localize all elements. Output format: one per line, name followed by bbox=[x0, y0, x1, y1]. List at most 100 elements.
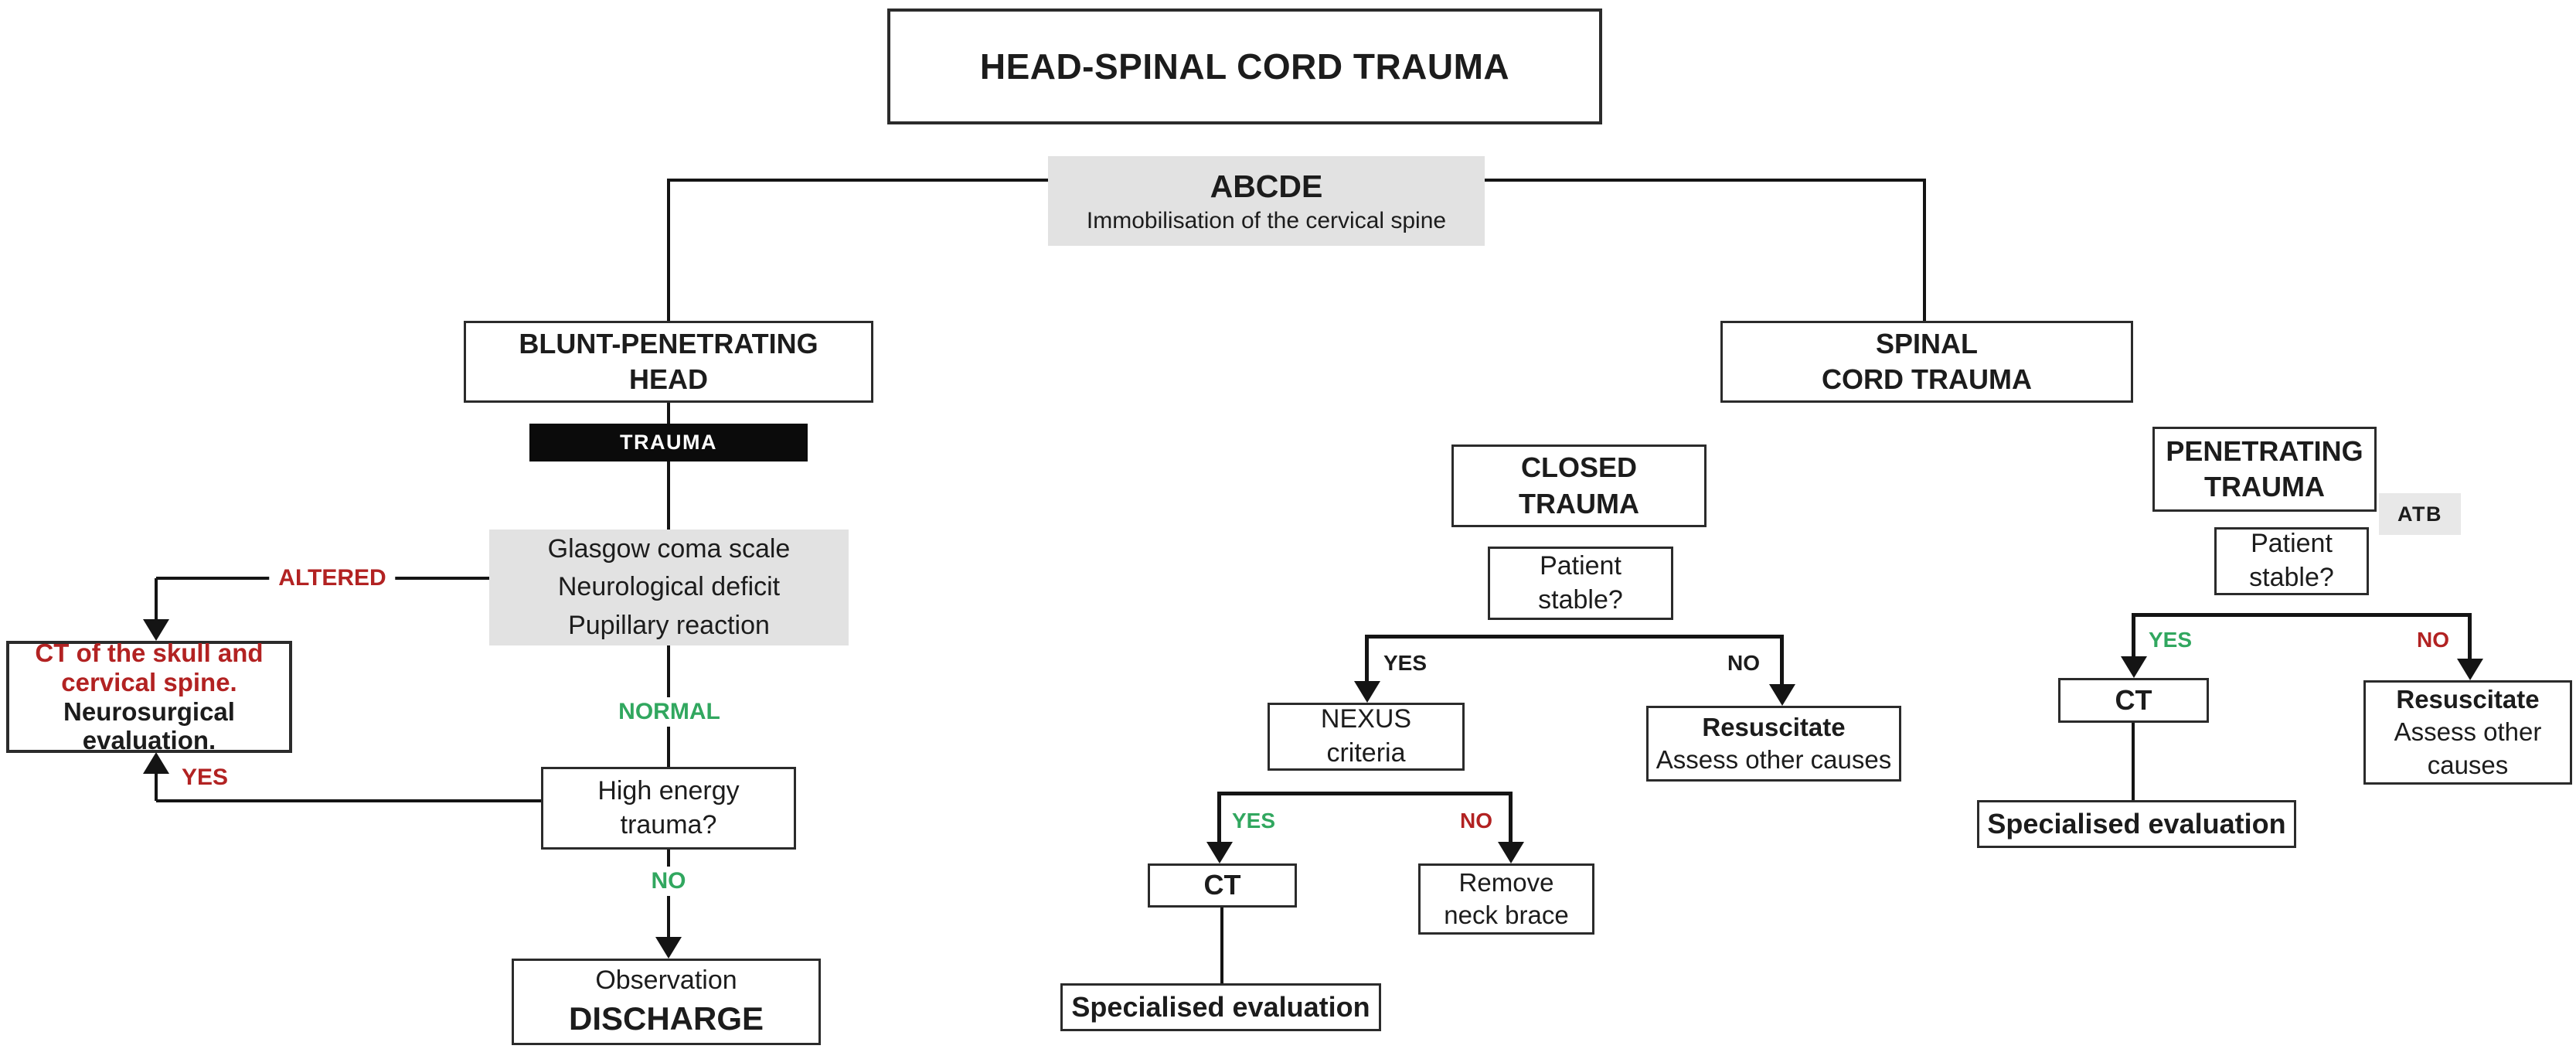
closed-stable-no-drop bbox=[1780, 635, 1784, 686]
closed-line2: TRAUMA bbox=[1519, 487, 1639, 519]
nexus-yes-label: YES bbox=[1222, 807, 1285, 835]
abcde-subheading: Immobilisation of the cervical spine bbox=[1086, 208, 1447, 234]
remove-brace-line1: Remove bbox=[1458, 867, 1554, 897]
ct-skull-black-line2: evaluation. bbox=[82, 726, 216, 755]
pen-stable-yes-label: YES bbox=[2139, 626, 2202, 654]
right-branch-drop-line bbox=[1923, 180, 1926, 321]
patient-stable-closed-box: Patient stable? bbox=[1488, 547, 1673, 620]
observation-label: Observation bbox=[595, 966, 737, 996]
arrow-into-resuscitate-pen bbox=[2457, 659, 2483, 680]
ct-pen-box: CT bbox=[2058, 678, 2209, 723]
pen-stable-branch-line bbox=[2132, 613, 2472, 617]
arrow-up-into-ct-skull bbox=[143, 752, 169, 774]
spinal-cord-trauma-box: SPINAL CORD TRAUMA bbox=[1720, 321, 2133, 403]
nexus-no-label: NO bbox=[1451, 807, 1502, 835]
ct-skull-red-line2: cervical spine. bbox=[61, 667, 237, 696]
nexus-line2: criteria bbox=[1326, 738, 1406, 768]
resuscitate-pen-line1: Resuscitate bbox=[2396, 685, 2540, 714]
high-energy-box: High energy trauma? bbox=[541, 767, 796, 850]
arrow-into-resuscitate-closed bbox=[1769, 684, 1795, 706]
nexus-no-drop bbox=[1509, 792, 1513, 844]
closed-stable-yes-drop bbox=[1365, 635, 1369, 684]
discharge-label: DISCHARGE bbox=[568, 1000, 764, 1037]
nexus-yes-drop bbox=[1217, 792, 1221, 844]
abcde-box: ABCDE Immobilisation of the cervical spi… bbox=[1048, 156, 1485, 246]
page-title: HEAD-SPINAL CORD TRAUMA bbox=[979, 46, 1510, 87]
title-box: HEAD-SPINAL CORD TRAUMA bbox=[887, 9, 1602, 124]
specialised-evaluation-pen-box: Specialised evaluation bbox=[1977, 800, 2296, 848]
altered-label: ALTERED bbox=[269, 564, 396, 593]
atb-tag: ATB bbox=[2379, 493, 2461, 535]
trauma-banner-label: TRAUMA bbox=[620, 431, 717, 455]
nexus-criteria-box: NEXUS criteria bbox=[1268, 703, 1465, 771]
penetrating-line1: PENETRATING bbox=[2166, 434, 2363, 467]
penetrating-line2: TRAUMA bbox=[2204, 471, 2325, 502]
pen-stable-no-drop bbox=[2468, 613, 2472, 660]
arrow-into-ct-closed bbox=[1206, 842, 1233, 863]
neuro-assessment-box: Glasgow coma scale Neurological deficit … bbox=[489, 530, 849, 645]
left-branch-drop-line bbox=[667, 180, 670, 321]
ct-skull-box: CT of the skull and cervical spine. Neur… bbox=[6, 638, 292, 755]
spinal-line1: SPINAL bbox=[1875, 327, 1978, 359]
nexus-line1: NEXUS bbox=[1320, 704, 1412, 734]
ct-closed-box: CT bbox=[1148, 863, 1297, 908]
ct-skull-red-line1: CT of the skull and bbox=[35, 638, 264, 667]
blunt-line1: BLUNT-PENETRATING bbox=[519, 327, 818, 359]
ct-pen-to-specialised-line bbox=[2132, 723, 2135, 800]
high-energy-yes-label: YES bbox=[172, 763, 238, 792]
nexus-branch-line bbox=[1217, 792, 1513, 795]
blunt-line2: HEAD bbox=[628, 363, 708, 395]
ct-pen-label: CT bbox=[2115, 683, 2152, 716]
closed-stable-no-label: NO bbox=[1718, 649, 1769, 677]
blunt-to-banner-line bbox=[667, 403, 670, 424]
ct-closed-to-specialised-line bbox=[1220, 908, 1223, 983]
arrow-into-outcome bbox=[655, 937, 682, 959]
resuscitate-closed-line2: Assess other causes bbox=[1656, 745, 1892, 774]
stable-pen-line1: Patient bbox=[2251, 529, 2333, 559]
closed-line1: CLOSED bbox=[1520, 451, 1637, 484]
highenergy-yes-line bbox=[156, 799, 543, 802]
ct-skull-black-line1: Neurosurgical bbox=[63, 696, 235, 726]
stable-closed-line2: stable? bbox=[1538, 584, 1623, 615]
observation-discharge-box: Observation DISCHARGE bbox=[512, 959, 821, 1045]
assessment-line-3: Pupillary reaction bbox=[568, 610, 770, 640]
high-energy-no-label: NO bbox=[641, 867, 696, 896]
penetrating-trauma-box: PENETRATING TRAUMA bbox=[2152, 427, 2377, 512]
altered-drop-line bbox=[155, 578, 158, 622]
resuscitate-closed-box: Resuscitate Assess other causes bbox=[1646, 706, 1901, 782]
closed-stable-yes-label: YES bbox=[1373, 649, 1437, 677]
assessment-line-2: Neurological deficit bbox=[557, 572, 781, 602]
blunt-penetrating-head-box: BLUNT-PENETRATING HEAD bbox=[464, 321, 873, 403]
arrow-into-ct-skull bbox=[143, 619, 169, 641]
trauma-banner: TRAUMA bbox=[529, 424, 808, 461]
stable-closed-line1: Patient bbox=[1540, 550, 1621, 581]
high-energy-line2: trauma? bbox=[620, 809, 717, 840]
closed-trauma-box: CLOSED TRAUMA bbox=[1451, 444, 1707, 527]
assessment-line-1: Glasgow coma scale bbox=[547, 534, 791, 564]
stable-pen-line2: stable? bbox=[2249, 563, 2334, 592]
banner-to-assessment-line bbox=[667, 461, 670, 530]
pen-stable-no-label: NO bbox=[2408, 626, 2459, 654]
resuscitate-pen-line2: Assess other bbox=[2394, 717, 2542, 747]
arrow-into-ct-pen bbox=[2121, 656, 2147, 678]
resuscitate-pen-box: Resuscitate Assess other causes bbox=[2363, 680, 2572, 785]
specialised-closed-label: Specialised evaluation bbox=[1071, 990, 1370, 1023]
ct-closed-label: CT bbox=[1203, 869, 1241, 901]
normal-label: NORMAL bbox=[609, 697, 730, 727]
specialised-evaluation-closed-box: Specialised evaluation bbox=[1060, 983, 1381, 1031]
high-energy-line1: High energy bbox=[597, 775, 740, 805]
resuscitate-pen-line3: causes bbox=[2427, 750, 2509, 779]
highenergy-yes-rise-line bbox=[155, 773, 158, 801]
remove-neck-brace-box: Remove neck brace bbox=[1418, 863, 1594, 935]
patient-stable-pen-box: Patient stable? bbox=[2214, 527, 2369, 595]
arrow-into-remove-brace bbox=[1498, 842, 1524, 863]
spinal-line2: CORD TRAUMA bbox=[1822, 363, 2032, 395]
abcde-heading: ABCDE bbox=[1210, 168, 1323, 204]
atb-label: ATB bbox=[2397, 502, 2442, 526]
remove-brace-line2: neck brace bbox=[1444, 901, 1569, 929]
specialised-pen-label: Specialised evaluation bbox=[1987, 807, 2286, 840]
resuscitate-closed-line1: Resuscitate bbox=[1702, 712, 1846, 741]
closed-stable-branch-line bbox=[1365, 635, 1784, 639]
arrow-into-nexus bbox=[1354, 681, 1380, 703]
